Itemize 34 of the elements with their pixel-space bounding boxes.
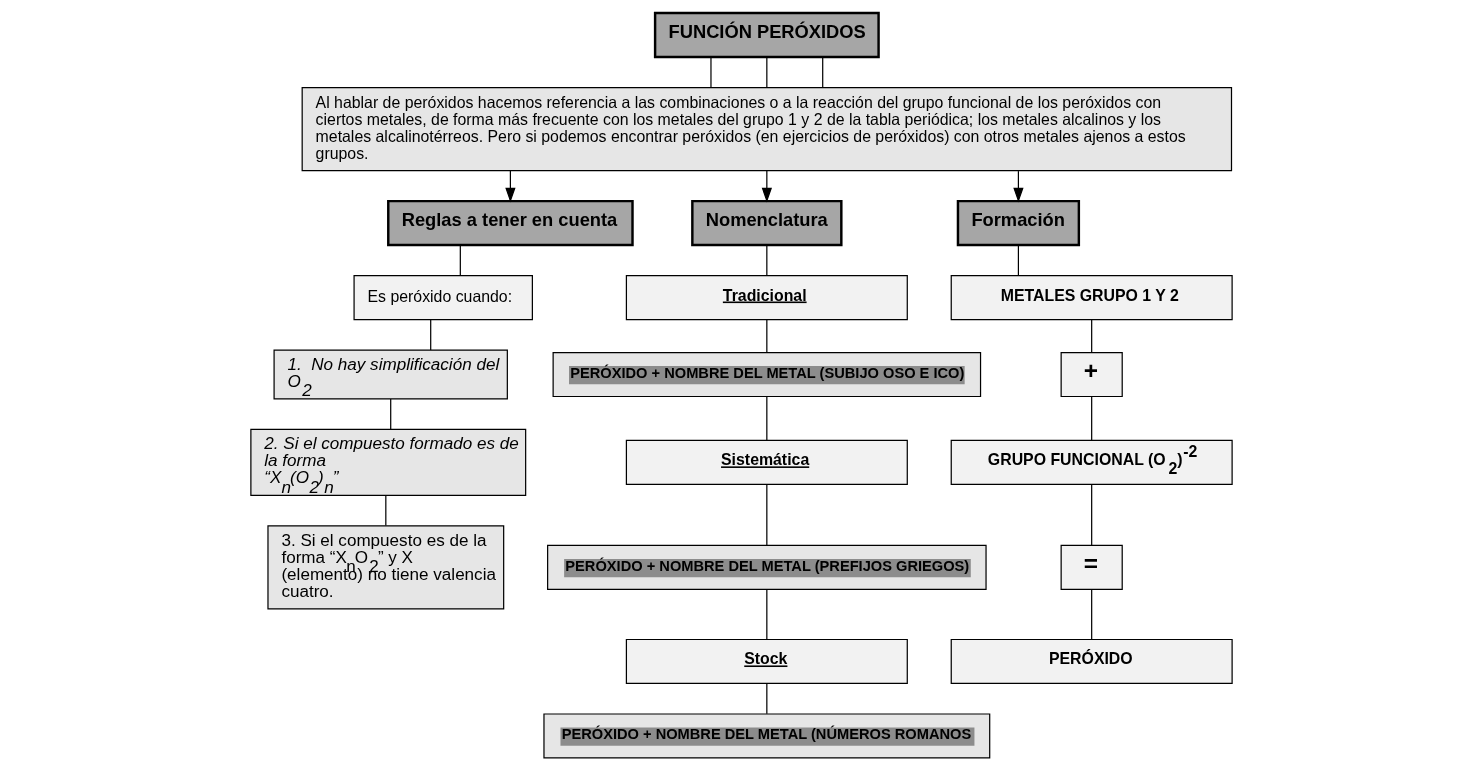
connector xyxy=(765,589,767,640)
node-box: Reglas a tener en cuenta xyxy=(386,199,634,247)
connector xyxy=(765,244,767,276)
connector xyxy=(384,495,386,527)
connector xyxy=(1090,396,1092,441)
node-box: Stock xyxy=(625,638,908,685)
connector xyxy=(765,319,767,353)
connector xyxy=(765,484,767,546)
node-box: PERÓXIDO + NOMBRE DEL METAL (NÚMEROS ROMANOS xyxy=(542,713,990,759)
node-box: METALES GRUPO 1 Y 2 xyxy=(950,274,1233,321)
connector xyxy=(1090,484,1092,546)
connector xyxy=(765,56,767,88)
node-box: + xyxy=(1060,351,1123,398)
node-box: Formación xyxy=(956,199,1080,247)
connector xyxy=(765,683,767,715)
connector xyxy=(1090,319,1092,353)
node-box: PERÓXIDO + NOMBRE DEL METAL (PREFIJOS GRIEGOS) xyxy=(546,544,987,591)
node-box: Es peróxido cuando: xyxy=(352,274,533,321)
node-box: Nomenclatura xyxy=(690,199,843,247)
connector xyxy=(765,396,767,441)
node-box: PERÓXIDO xyxy=(950,638,1233,685)
connector xyxy=(821,56,823,88)
connector xyxy=(1017,244,1019,276)
connector xyxy=(709,56,712,88)
node-box: Sistemática xyxy=(625,439,908,486)
node-box: Al hablar de peróxidos hacemos referencia a las combinaciones o a la reacción del grupo funcional de los peróxidos con ciertos metales, de forma más frecuente con los metales del grupo 1 y 2 de la tabla periódica; los metales alcalinos y los metales alcalinotérreos. Pero si podemos encontrar peróxidos (en ejercicios de peróxidos) con otros metales ajenos a estos grupos. xyxy=(301,86,1232,172)
node-box: PERÓXIDO + NOMBRE DEL METAL (SUBIJO OSO E ICO) xyxy=(552,351,981,398)
connector xyxy=(1090,589,1092,640)
connector xyxy=(389,398,391,430)
node-box: Tradicional xyxy=(625,274,908,321)
node-box: FUNCIÓN PERÓXIDOS xyxy=(653,11,880,59)
connector xyxy=(429,319,431,351)
connector xyxy=(459,244,461,276)
node-box: = xyxy=(1060,544,1123,591)
